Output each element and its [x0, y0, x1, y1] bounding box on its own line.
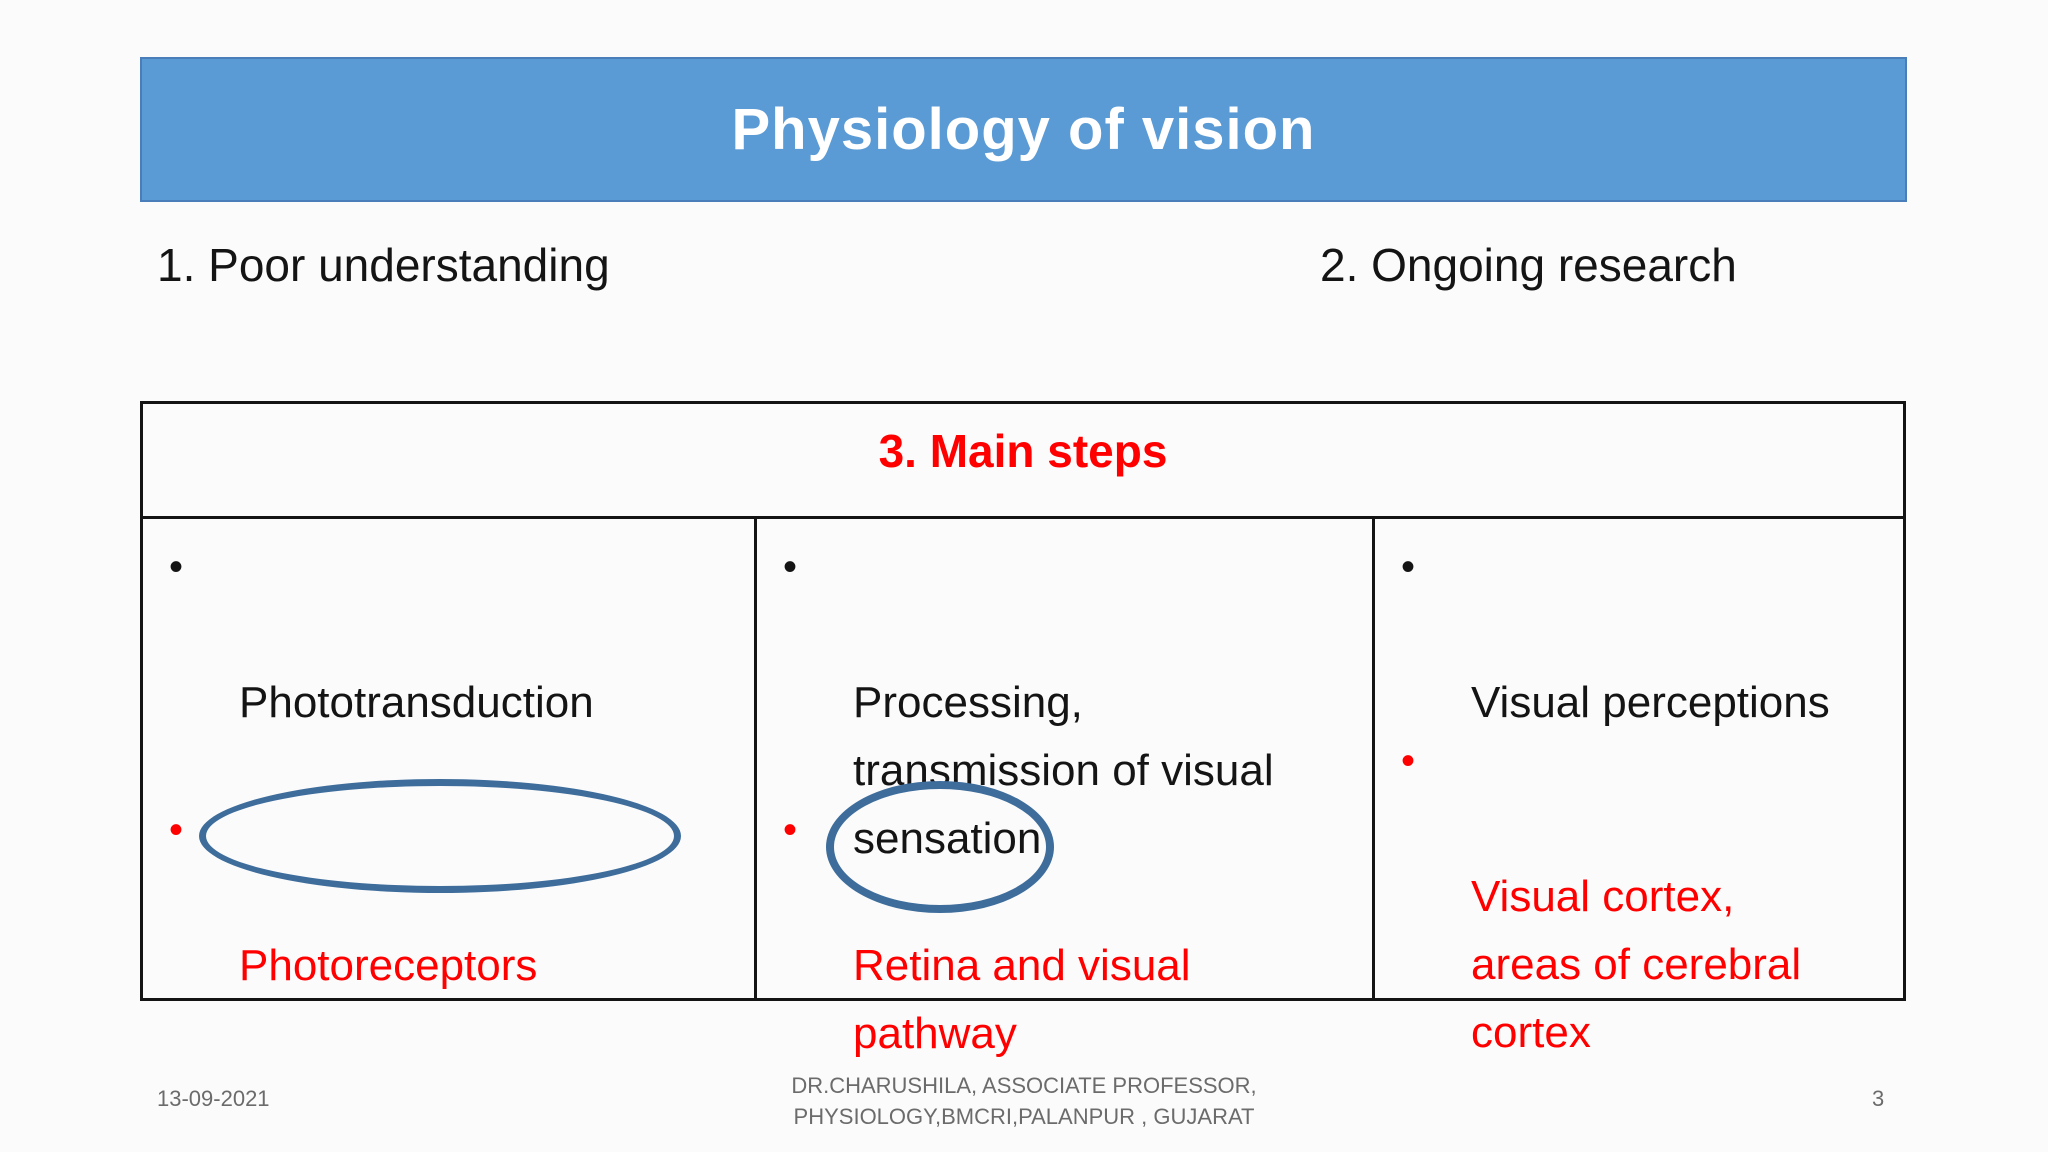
bullet-icon: •	[1401, 545, 1416, 589]
item-text: Photoreceptors	[239, 941, 538, 990]
list-item-visual-cortex: • Visual cortex, areas of cerebral corte…	[1375, 727, 1897, 1067]
bullet-icon: •	[169, 545, 184, 589]
point-ongoing-research: 2. Ongoing research	[1320, 239, 1737, 291]
footer-date: 13-09-2021	[157, 1086, 270, 1111]
title-banner: Physiology of vision	[140, 57, 1907, 202]
main-steps-table: 3. Main steps • Phototransduction • Phot…	[140, 401, 1906, 1058]
table-cell-processing: • Processing, transmission of visual sen…	[754, 519, 1375, 1058]
table-cell-visual-perceptions: • Visual perceptions • Visual cortex, ar…	[1375, 519, 1903, 1057]
slide-title: Physiology of vision	[731, 97, 1316, 162]
table-body-row: • Phototransduction • Photoreceptors • P…	[143, 519, 1903, 1058]
bullet-icon: •	[783, 808, 798, 852]
footer-credit: DR.CHARUSHILA, ASSOCIATE PROFESSOR, PHYS…	[724, 1070, 1324, 1132]
item-text: Visual perceptions	[1471, 678, 1830, 727]
item-text: Phototransduction	[239, 678, 594, 727]
bullet-icon: •	[1401, 739, 1416, 783]
bullet-icon: •	[169, 808, 184, 852]
footer-credit-line1: DR.CHARUSHILA, ASSOCIATE PROFESSOR,	[791, 1073, 1257, 1098]
bullet-icon: •	[783, 545, 798, 589]
table-header-title: 3. Main steps	[878, 425, 1168, 477]
list-item-retina-pathway: • Retina and visual pathway	[757, 796, 1366, 1068]
list-item: • Visual perceptions	[1375, 533, 1897, 737]
table-cell-phototransduction: • Phototransduction • Photoreceptors	[143, 519, 754, 998]
list-item-photoreceptors: • Photoreceptors	[143, 796, 748, 1000]
footer-credit-line2: PHYSIOLOGY,BMCRI,PALANPUR , GUJARAT	[793, 1104, 1255, 1129]
list-item: • Phototransduction	[143, 533, 748, 737]
item-text: Visual cortex, areas of cerebral cortex	[1471, 872, 1802, 1057]
item-text: Retina and visual pathway	[853, 941, 1191, 1058]
table-header-row: 3. Main steps	[143, 404, 1903, 519]
page-number: 3	[1872, 1086, 1885, 1111]
point-poor-understanding: 1. Poor understanding	[157, 239, 610, 291]
